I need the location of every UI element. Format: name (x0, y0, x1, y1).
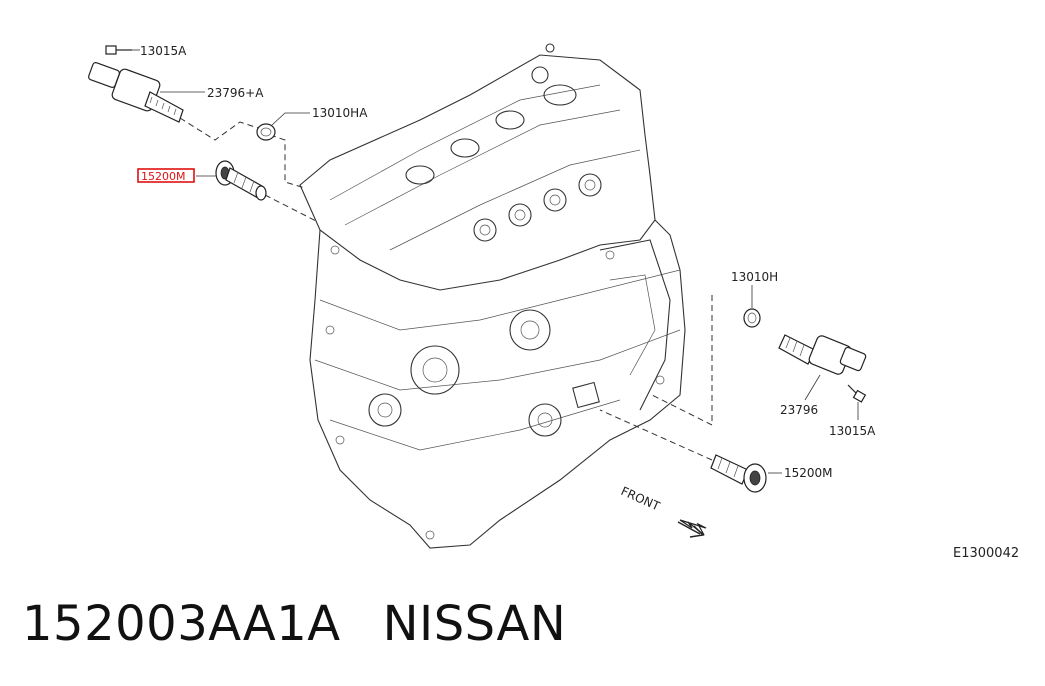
callout-solenoid-top: 23796+A (207, 86, 264, 100)
callout-oring-top: 13010HA (312, 106, 368, 120)
engine-block-illustration (299, 43, 686, 549)
front-label: FRONT (619, 484, 663, 514)
brand-name: NISSAN (382, 596, 567, 652)
oil-control-solenoid-right (778, 334, 867, 375)
callout-filter-highlight[interactable]: 15200M (141, 170, 185, 183)
drawing-code: E1300042 (953, 546, 1019, 561)
oil-filter-15200m-bottom (710, 454, 767, 493)
callout-solenoid-right: 23796 (780, 403, 818, 417)
bolt-13015a-right (847, 384, 867, 403)
part-number: 152003AA1A (22, 596, 341, 652)
callout-bolt-right: 13015A (829, 424, 876, 438)
oil-control-solenoid-top (88, 61, 184, 123)
callout-bolt-top: 13015A (140, 44, 187, 58)
bolt-13015a-top (105, 45, 132, 55)
callout-oring-right: 13010H (731, 270, 778, 284)
oil-filter-15200m-highlighted (215, 160, 267, 201)
exploded-parts-diagram: 13015A 23796+A 13010HA 15200M 13010H 237… (88, 43, 1019, 561)
part-footer: 152003AA1A NISSAN (22, 596, 566, 652)
callout-filter-bottom: 15200M (784, 466, 833, 480)
o-ring-13010ha (256, 123, 276, 141)
installation-paths (179, 117, 713, 461)
front-direction-arrow (677, 519, 707, 538)
highlight-box (137, 168, 195, 183)
o-ring-13010h (743, 308, 761, 328)
